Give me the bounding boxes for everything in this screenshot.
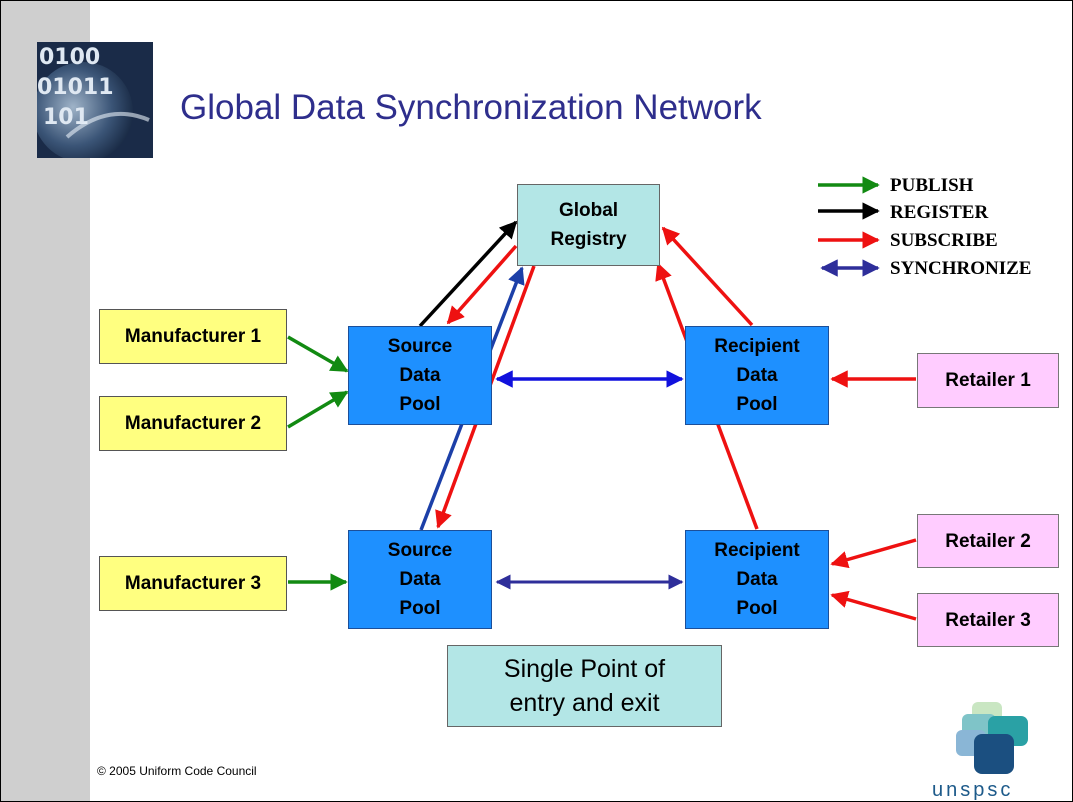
global-registry-box: Global Registry [517, 184, 660, 266]
global-registry-label: Global Registry [550, 200, 627, 250]
slide-title: Global Data Synchronization Network [180, 88, 762, 127]
unspsc-logo-icon [956, 702, 1028, 774]
svg-text:01011: 01011 [37, 75, 114, 100]
binary-globe-logo: 0100 01011 101 [37, 42, 153, 158]
source-pool-bottom-label: Source Data Pool [387, 540, 453, 619]
legend-publish: PUBLISH [890, 175, 974, 196]
unspsc-brand-text: unspsc [932, 779, 1014, 801]
manufacturer-2-label: Manufacturer 2 [124, 413, 262, 434]
source-data-pool-top: Source Data Pool [348, 326, 492, 425]
recipient-pool-bottom-label: Recipient Data Pool [714, 540, 800, 619]
legend-subscribe: SUBSCRIBE [890, 230, 998, 251]
publish-arrow-m1 [287, 335, 349, 373]
manufacturer-1-box: Manufacturer 1 [99, 309, 287, 364]
retailer-3-label: Retailer 3 [945, 609, 1031, 631]
manufacturer-3-box: Manufacturer 3 [99, 556, 287, 611]
subscribe-arrow-registry-to-source-top [446, 244, 518, 325]
recipient-data-pool-bottom: Recipient Data Pool [685, 530, 829, 629]
retailer-2-label: Retailer 2 [945, 530, 1031, 552]
single-point-note-label: Single Point of entry and exit [503, 655, 666, 717]
source-pool-top-label: Source Data Pool [387, 336, 453, 415]
retailer-3-box: Retailer 3 [917, 593, 1059, 647]
manufacturer-3-label: Manufacturer 3 [124, 573, 262, 594]
manufacturer-2-box: Manufacturer 2 [99, 396, 287, 451]
recipient-data-pool-top: Recipient Data Pool [685, 326, 829, 425]
source-data-pool-bottom: Source Data Pool [348, 530, 492, 629]
retailer-1-box: Retailer 1 [917, 353, 1059, 408]
manufacturer-1-label: Manufacturer 1 [124, 326, 262, 347]
legend-synchronize: SYNCHRONIZE [890, 258, 1032, 279]
svg-text:0100: 0100 [39, 45, 100, 70]
subscribe-arrow-retailer3 [830, 590, 917, 621]
retailer-1-label: Retailer 1 [945, 370, 1031, 391]
recipient-pool-top-label: Recipient Data Pool [714, 336, 800, 415]
register-arrow [418, 220, 518, 328]
retailer-2-box: Retailer 2 [917, 514, 1059, 568]
publish-arrow-m2 [287, 390, 349, 429]
subscribe-arrow-retailer2 [830, 538, 917, 569]
legend-register: REGISTER [890, 202, 989, 223]
single-point-note: Single Point of entry and exit [447, 645, 722, 727]
subscribe-arrow-recip-top-to-registry [661, 226, 754, 327]
copyright-text: © 2005 Uniform Code Council [97, 764, 257, 778]
